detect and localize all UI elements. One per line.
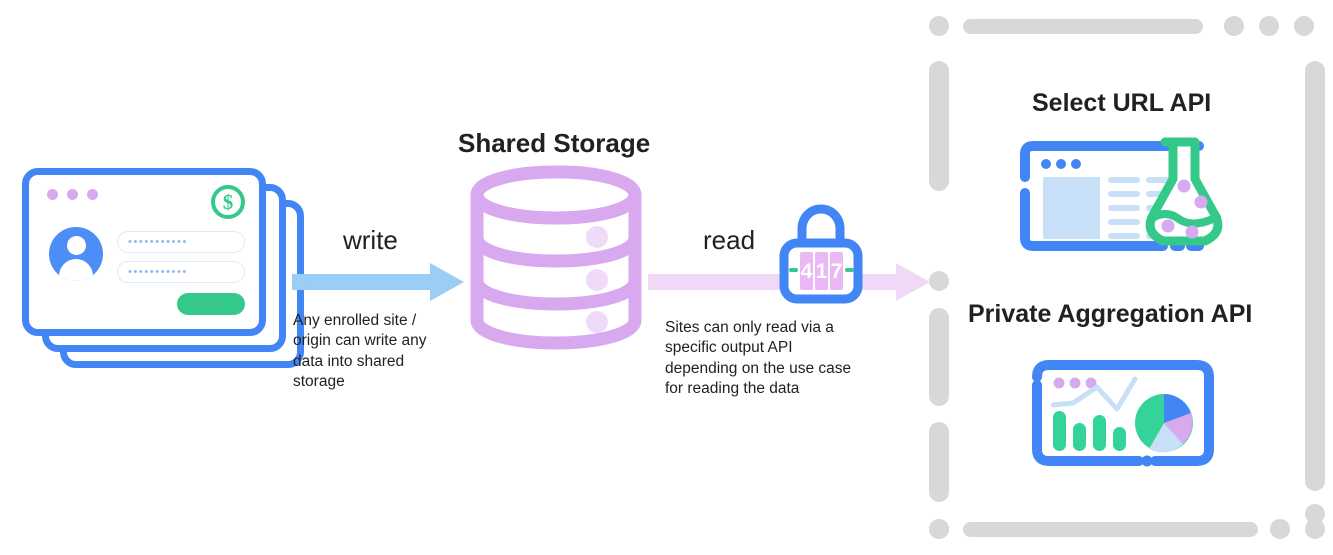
bar [1113, 427, 1126, 451]
panel-border-dash [963, 522, 1258, 537]
avatar [49, 227, 103, 281]
site-cards-group: $ ••••••••••• ••••••••••• [6, 168, 316, 368]
window-dots [47, 189, 98, 200]
shared-storage-title: Shared Storage [458, 128, 651, 158]
write-label: write [343, 225, 398, 255]
lock-digit: 4 [801, 260, 813, 283]
pie-chart [1135, 394, 1193, 453]
avatar-head-icon [66, 236, 86, 255]
panel-border-dot [929, 16, 949, 36]
bar [1073, 423, 1086, 451]
submit-button[interactable] [177, 293, 245, 315]
read-label: read [703, 225, 756, 255]
panel-border-dash [929, 61, 949, 191]
output-apis-panel [921, 8, 1333, 548]
storage-indicator [586, 226, 608, 248]
storage-indicator [586, 311, 608, 333]
storage-indicator [586, 269, 608, 291]
panel-border-dot [1305, 519, 1325, 539]
lock-digit-wheels: 4 1 7 [800, 252, 843, 290]
panel-border-dash [1305, 61, 1325, 491]
panel-border-dot [1259, 16, 1279, 36]
read-caption: Sites can only read via a specific outpu… [665, 319, 852, 398]
panel-border-dash [929, 308, 949, 406]
select-url-api-title: Select URL API [1032, 89, 1212, 117]
panel-border-dot [1224, 16, 1244, 36]
bar [1093, 415, 1106, 451]
panel-border-dash [929, 422, 949, 502]
card-edge-notch [6, 230, 18, 256]
password-field[interactable]: ••••••••••• [117, 261, 245, 283]
bar [1053, 411, 1066, 451]
window-dot-icon [67, 189, 78, 200]
username-field[interactable]: ••••••••••• [117, 231, 245, 253]
window-dot-icon [47, 189, 58, 200]
dashboard-charts-icon [1027, 357, 1219, 477]
site-card-front: $ ••••••••••• ••••••••••• [22, 168, 266, 336]
write-arrow-icon [292, 262, 464, 302]
avatar-body-icon [59, 259, 93, 281]
panel-border-dot [929, 271, 949, 291]
private-aggregation-api-title: Private Aggregation API [968, 300, 1253, 328]
lock-digit: 1 [816, 260, 828, 283]
panel-border-dot [929, 519, 949, 539]
panel-border-dash [963, 19, 1203, 34]
shared-storage-cylinder-icon [466, 165, 646, 350]
panel-border-dot [1294, 16, 1314, 36]
combination-lock-icon: 4 1 7 [776, 202, 866, 304]
window-dot-icon [87, 189, 98, 200]
panel-border-dot [1270, 519, 1290, 539]
dollar-sign-icon: $ [211, 185, 245, 219]
write-caption: Any enrolled site / origin can write any… [293, 312, 427, 391]
lock-digit: 7 [831, 260, 843, 283]
browser-with-flask-icon [1013, 137, 1233, 255]
